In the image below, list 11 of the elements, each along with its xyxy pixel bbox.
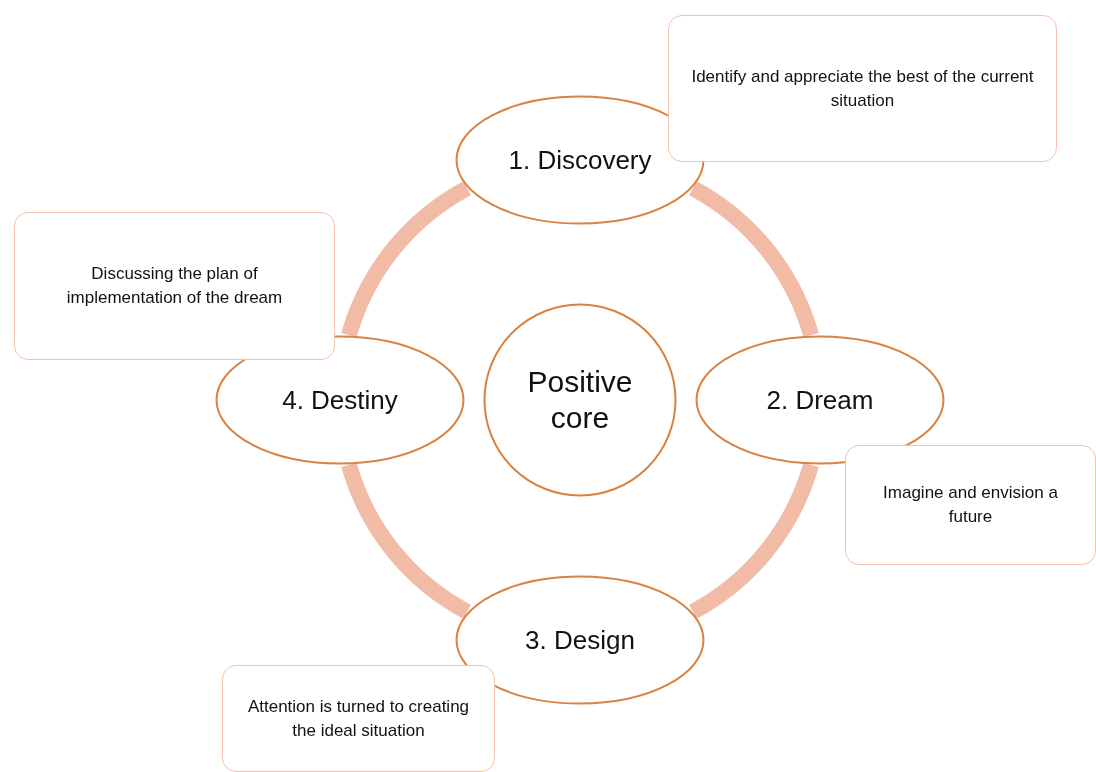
- stage-label: 1. Discovery: [508, 144, 652, 176]
- ring-arc: [341, 462, 472, 619]
- stage-label: 2. Dream: [766, 384, 874, 416]
- description-box: Discussing the plan of implementation of the dream: [14, 212, 335, 360]
- description-box: Attention is turned to creating the ideal situation: [222, 665, 495, 772]
- description-box: Imagine and envision a future: [845, 445, 1096, 565]
- ring-arc: [688, 181, 819, 338]
- description-box: Identify and appreciate the best of the current situation: [668, 15, 1057, 162]
- stage-label: 4. Destiny: [282, 384, 398, 416]
- core-label: Positive core: [526, 364, 634, 436]
- stage-label: 3. Design: [525, 624, 635, 656]
